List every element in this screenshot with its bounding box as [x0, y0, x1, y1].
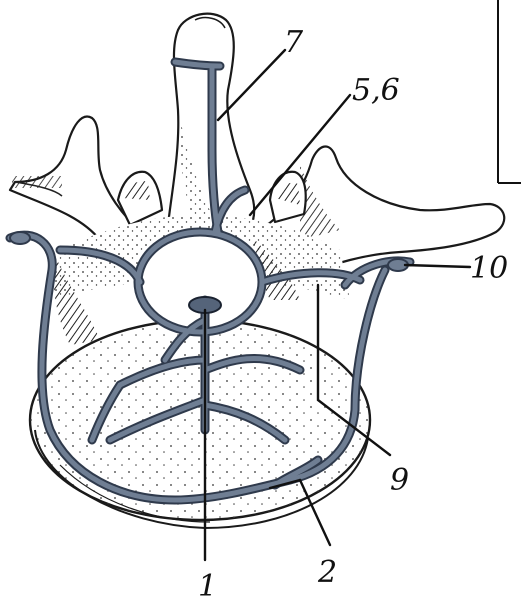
label-5-6: 5,6 — [352, 73, 400, 108]
corner-frame — [498, 0, 521, 183]
label-10: 10 — [470, 251, 508, 286]
label-1: 1 — [198, 569, 217, 600]
label-2: 2 — [317, 555, 337, 590]
label-9: 9 — [390, 463, 409, 498]
label-7: 7 — [284, 25, 304, 60]
